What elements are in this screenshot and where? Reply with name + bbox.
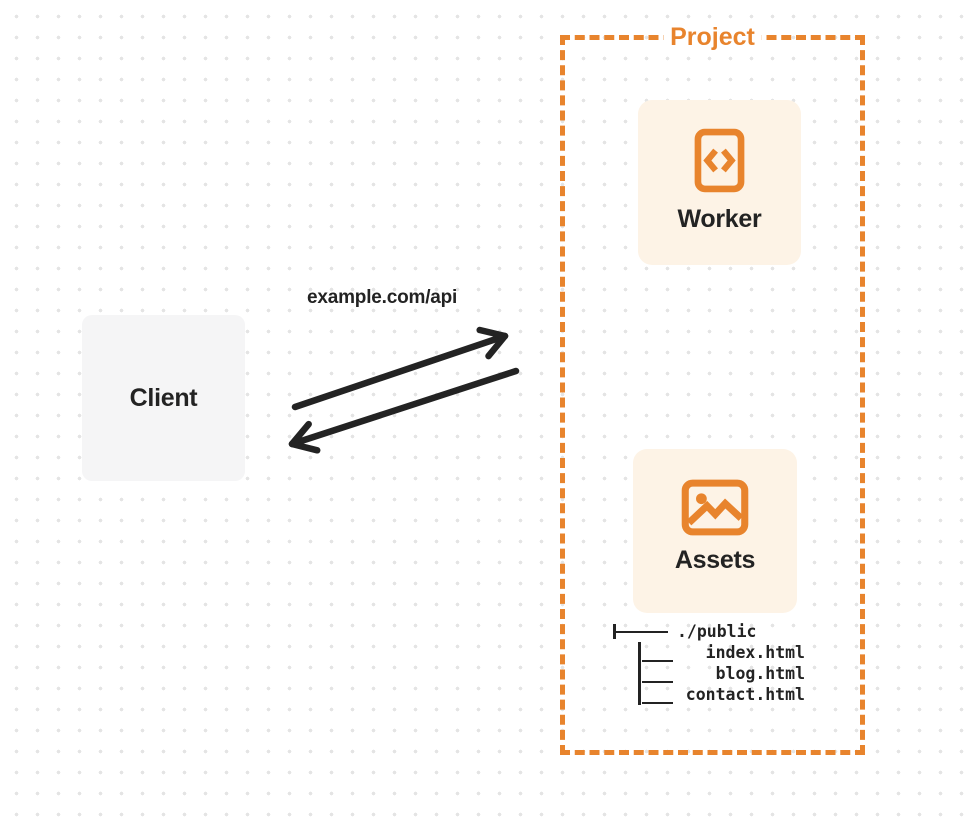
assets-label: Assets <box>674 546 756 574</box>
tree-branch-glyph <box>638 642 641 663</box>
assets-node: Assets <box>633 449 797 613</box>
file-tree: ./public index.html blog.html contact.ht… <box>613 621 805 705</box>
request-url-label: example.com/api <box>307 287 458 308</box>
worker-node: Worker <box>638 100 801 265</box>
tree-file-row: blog.html <box>613 663 805 684</box>
tree-branch-glyph <box>638 684 641 705</box>
image-icon <box>681 479 749 536</box>
tree-branch-line <box>642 659 673 662</box>
client-node: Client <box>82 315 245 481</box>
tree-branch-glyph <box>638 663 641 684</box>
tree-branch-line <box>614 630 668 633</box>
tree-file-row: index.html <box>613 642 805 663</box>
tree-file-label: blog.html <box>715 664 805 683</box>
tree-file-label: index.html <box>705 643 805 662</box>
tree-branch-line <box>642 680 673 683</box>
client-label: Client <box>129 383 198 412</box>
tree-file-row: contact.html <box>613 684 805 705</box>
tree-file-label: contact.html <box>685 685 805 704</box>
project-label: Project <box>663 21 762 53</box>
tree-branch-line <box>642 701 673 704</box>
project-group: Project Worker Assets ./public <box>560 21 865 755</box>
code-file-icon <box>694 128 745 193</box>
response-arrow <box>288 367 520 454</box>
tree-root-row: ./public <box>613 621 805 642</box>
tree-root-label: ./public <box>677 622 757 641</box>
worker-label: Worker <box>677 205 762 233</box>
request-arrow <box>291 326 509 411</box>
